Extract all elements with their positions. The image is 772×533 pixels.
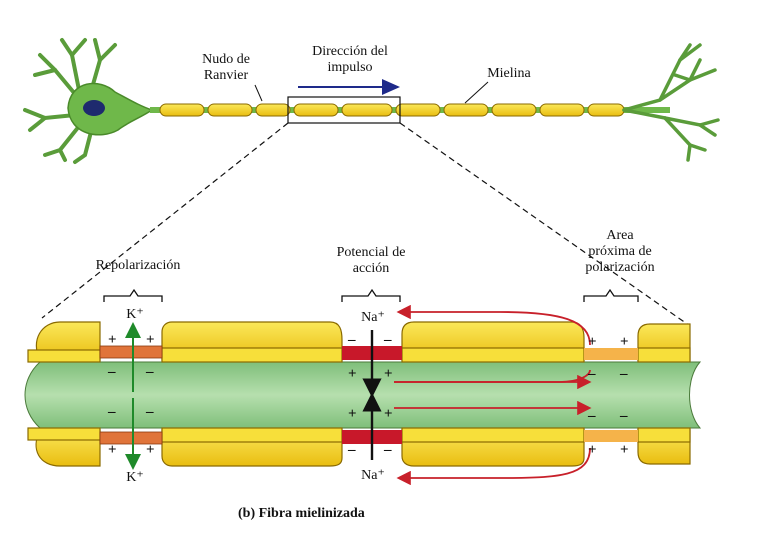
label-potencial-line2: acción bbox=[352, 261, 390, 276]
charge-plus: + bbox=[588, 334, 597, 350]
bracket-area bbox=[583, 288, 639, 302]
label-na-top: Na⁺ bbox=[361, 310, 385, 325]
bracket-repolarizacion bbox=[103, 288, 163, 302]
charge-plus: + bbox=[348, 366, 357, 382]
charge-minus: – bbox=[347, 442, 356, 458]
charge-plus: + bbox=[108, 332, 117, 348]
charge-plus: + bbox=[146, 332, 155, 348]
label-direccion-line1: Dirección del bbox=[312, 44, 388, 59]
soma bbox=[67, 82, 154, 136]
charge-minus: – bbox=[145, 404, 154, 420]
charge-plus: + bbox=[108, 442, 117, 458]
charge-minus: – bbox=[383, 332, 392, 348]
charge-minus: – bbox=[619, 366, 628, 382]
nucleus bbox=[83, 100, 105, 116]
label-nudo-ranvier: Nudo de Ranvier bbox=[186, 52, 266, 84]
label-area-line2: próxima de bbox=[588, 244, 652, 259]
label-area: Area próxima de polarización bbox=[560, 228, 680, 276]
pointer-mielina bbox=[464, 81, 489, 104]
label-k-top: K⁺ bbox=[126, 307, 144, 322]
charge-minus: – bbox=[347, 332, 356, 348]
fiber-enlarged bbox=[24, 288, 702, 486]
label-direccion-line2: impulso bbox=[327, 60, 373, 75]
charge-minus: – bbox=[587, 408, 596, 424]
myelin-block-left bbox=[27, 321, 101, 467]
node-membrane-left bbox=[99, 345, 163, 445]
charge-plus: + bbox=[620, 442, 629, 458]
charge-minus: – bbox=[383, 442, 392, 458]
label-potencial-line1: Potencial de bbox=[336, 245, 406, 260]
charge-minus: – bbox=[587, 366, 596, 382]
label-nudo-line1: Nudo de bbox=[202, 52, 250, 67]
label-k-bottom: K⁺ bbox=[126, 470, 144, 485]
zoom-line-left bbox=[41, 122, 289, 319]
zoom-line-right bbox=[399, 122, 691, 327]
axon-terminal bbox=[622, 43, 720, 162]
myelin-segments-top bbox=[159, 103, 625, 117]
label-repolarizacion: Repolarización bbox=[95, 258, 181, 273]
charge-plus: + bbox=[384, 366, 393, 382]
label-direccion: Dirección del impulso bbox=[290, 44, 410, 76]
charge-plus: + bbox=[146, 442, 155, 458]
charge-plus: + bbox=[348, 406, 357, 422]
charge-minus: – bbox=[107, 404, 116, 420]
charge-plus: + bbox=[588, 442, 597, 458]
caption: (b) Fibra mielinizada bbox=[238, 506, 365, 521]
charge-minus: – bbox=[145, 364, 154, 380]
label-na-bottom: Na⁺ bbox=[361, 468, 385, 483]
label-area-line3: polarización bbox=[585, 260, 655, 275]
local-current-arrows bbox=[394, 304, 592, 486]
charge-minus: – bbox=[107, 364, 116, 380]
neuron bbox=[23, 38, 720, 327]
label-area-line1: Area bbox=[606, 228, 634, 243]
label-nudo-line2: Ranvier bbox=[203, 68, 249, 83]
label-potencial: Potencial de acción bbox=[316, 245, 426, 277]
label-mielina: Mielina bbox=[487, 66, 531, 81]
pointer-nudo bbox=[254, 84, 263, 102]
charge-plus: + bbox=[384, 406, 393, 422]
zoom-box bbox=[287, 96, 401, 124]
charges: + + – – – – + + – – + + + + – – + + – – … bbox=[107, 332, 629, 458]
bracket-potencial bbox=[341, 288, 401, 302]
charge-minus: – bbox=[619, 408, 628, 424]
axon-core bbox=[24, 361, 702, 429]
charge-plus: + bbox=[620, 334, 629, 350]
node-membrane-right bbox=[584, 348, 638, 442]
